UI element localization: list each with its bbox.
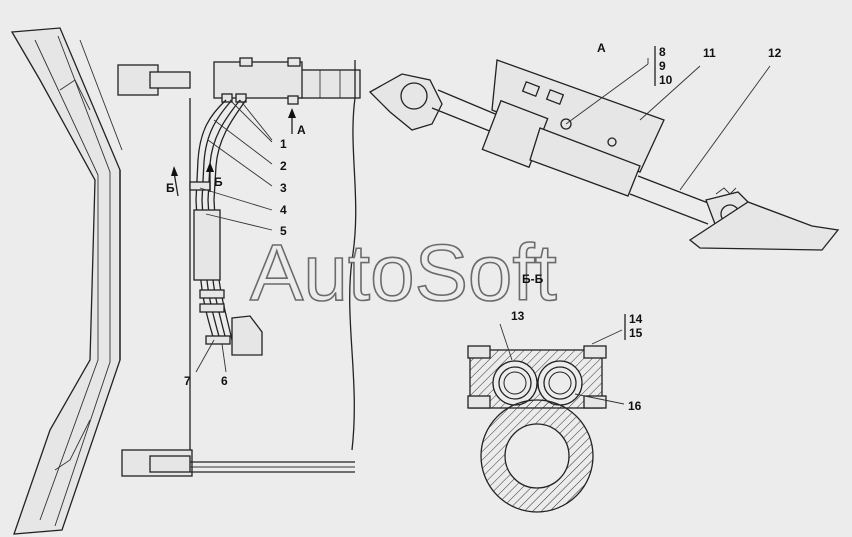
section-b-b [467, 314, 626, 513]
blade-frame [10, 27, 123, 535]
callout-5: 5 [280, 224, 287, 238]
callout-7: 7 [184, 374, 191, 388]
bottom-pivot-bracket [121, 449, 355, 477]
callout-12: 12 [768, 46, 782, 60]
callout-8: 8 [659, 45, 666, 59]
callout-2: 2 [280, 159, 287, 173]
callout-11: 11 [703, 46, 716, 60]
section-b-left-label: Б [166, 181, 175, 195]
callout-9: 9 [659, 59, 666, 73]
view-a-arrow: А [288, 108, 306, 137]
watermark: AutoSoft [250, 228, 557, 317]
callout-3: 3 [280, 181, 287, 195]
hydraulic-cylinder-view [368, 59, 840, 251]
section-b-arrows: Б Б [166, 162, 223, 197]
callout-16: 16 [628, 399, 642, 413]
callout-13: 13 [511, 309, 525, 323]
section-b-right-label: Б [214, 175, 223, 189]
leaders-left [195, 99, 273, 373]
section-b-b-title: Б-Б [522, 272, 544, 286]
callout-10: 10 [659, 73, 673, 87]
callout-14: 14 [629, 312, 643, 326]
callout-1: 1 [280, 137, 287, 151]
valve-block-upper [213, 57, 303, 105]
callout-labels: 1 2 3 4 5 6 7 8 9 10 11 12 13 14 15 16 А… [184, 41, 782, 413]
callout-15: 15 [629, 326, 643, 340]
view-a-label: А [297, 123, 306, 137]
leaders-right [565, 46, 771, 191]
view-a-title: А [597, 41, 606, 55]
callout-6: 6 [221, 374, 228, 388]
top-pivot-bracket [117, 64, 361, 99]
callout-4: 4 [280, 203, 287, 217]
hose-assembly [189, 99, 263, 356]
